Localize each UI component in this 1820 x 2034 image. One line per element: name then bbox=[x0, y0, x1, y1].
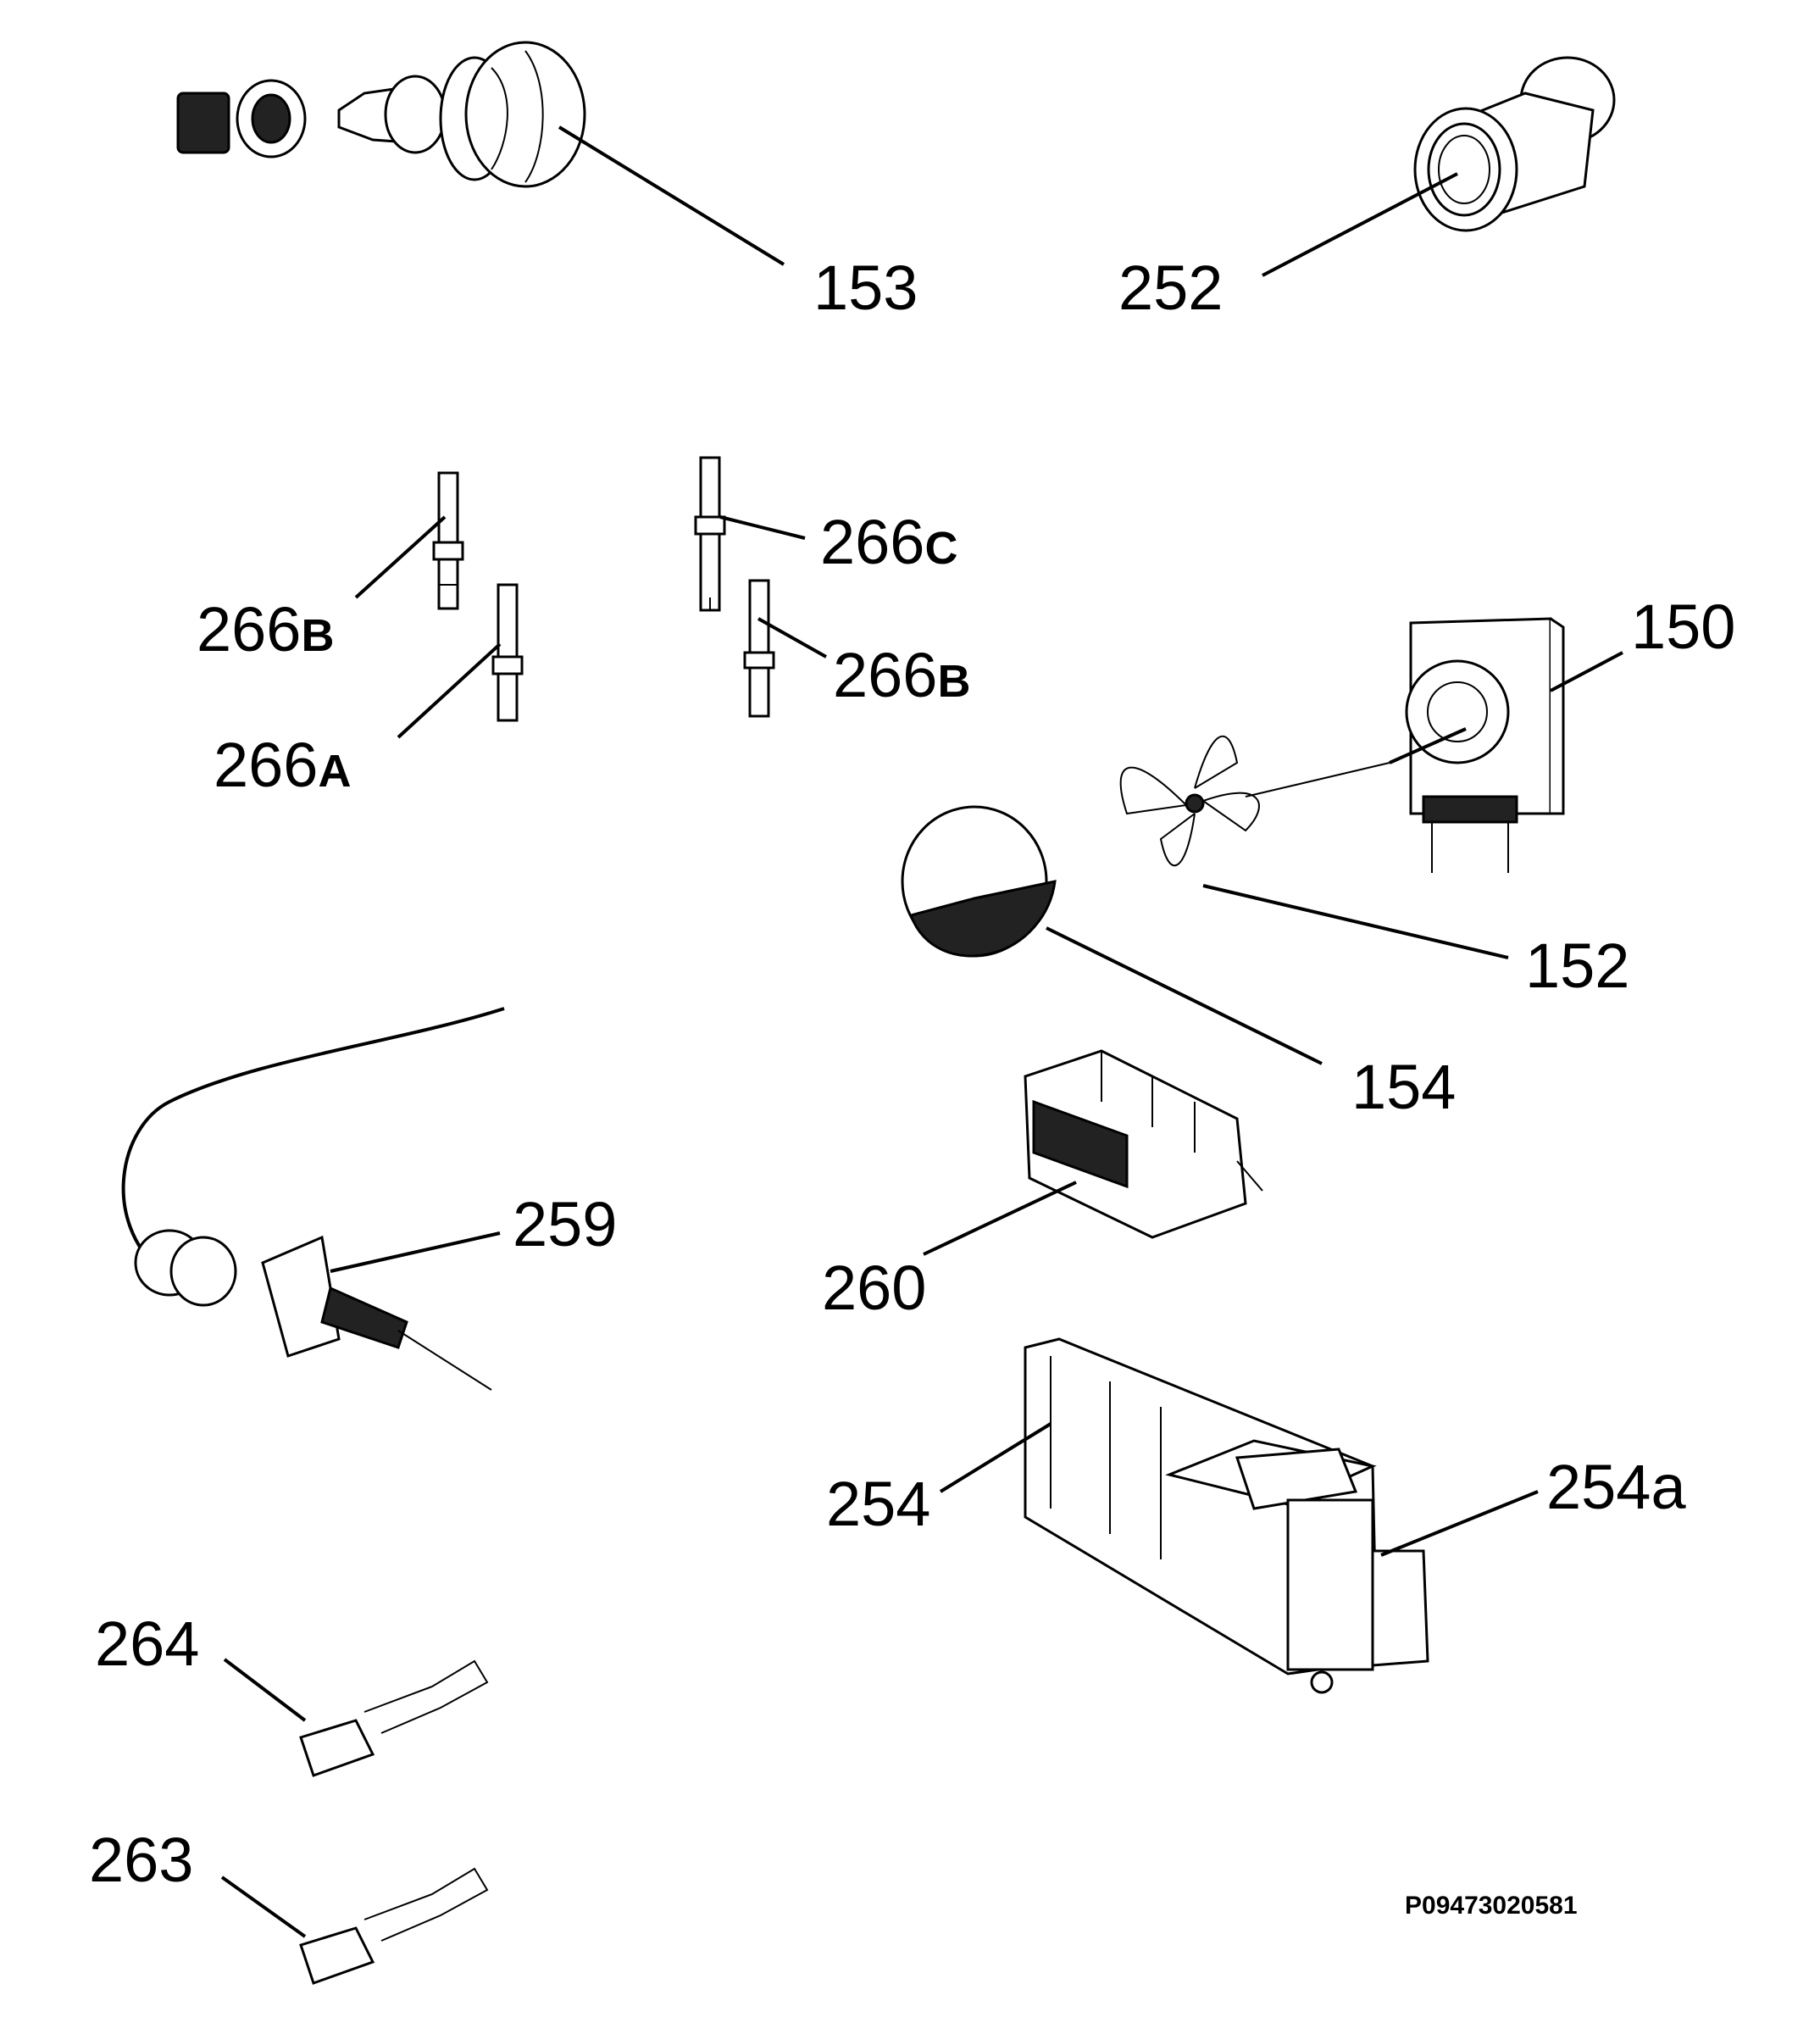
part-152-fan-blade bbox=[1119, 735, 1390, 867]
part-260-selector-switch bbox=[1024, 1049, 1263, 1239]
callout-152: 152 bbox=[1525, 931, 1629, 1001]
part-266b-left-pin bbox=[432, 471, 464, 610]
part-266a-pin bbox=[491, 583, 524, 722]
part-150-fan-motor bbox=[1389, 617, 1565, 873]
part-254a-bracket bbox=[1310, 1549, 1429, 1694]
callout-154: 154 bbox=[1351, 1052, 1456, 1122]
leader-line-153 bbox=[558, 125, 785, 266]
part-264-terminal bbox=[299, 1659, 489, 1777]
part-153-lamp-assembly bbox=[176, 41, 586, 188]
callout-150: 150 bbox=[1631, 592, 1735, 662]
callout-263: 263 bbox=[89, 1825, 193, 1895]
drawing-code: P09473020581 bbox=[1405, 1892, 1578, 1920]
leader-line-266b-right bbox=[757, 617, 827, 659]
callout-252: 252 bbox=[1118, 253, 1223, 323]
callout-153: 153 bbox=[813, 253, 918, 323]
leader-line-252 bbox=[1262, 172, 1458, 277]
part-266c-pin bbox=[694, 456, 726, 612]
leader-line-254a bbox=[1380, 1490, 1539, 1557]
part-252-lamp-glass bbox=[1413, 56, 1616, 232]
callout-266b-right: 266B bbox=[833, 640, 970, 710]
leader-line-266b-left bbox=[354, 515, 447, 599]
leader-line-263 bbox=[220, 1876, 307, 1938]
callout-254a: 254a bbox=[1546, 1452, 1686, 1522]
leader-line-154 bbox=[1046, 926, 1323, 1065]
part-154-fan-nut bbox=[901, 805, 1057, 958]
callout-266a: 266A bbox=[214, 730, 351, 800]
callout-254: 254 bbox=[826, 1469, 930, 1539]
callout-264: 264 bbox=[95, 1609, 199, 1679]
part-254-ignition-generator bbox=[1024, 1337, 1379, 1676]
callout-266c: 266C bbox=[820, 507, 957, 577]
part-259-thermostat bbox=[121, 1007, 505, 1391]
part-263-terminal bbox=[299, 1867, 489, 1985]
callout-266b-left: 266B bbox=[197, 594, 334, 664]
leader-line-254 bbox=[939, 1422, 1052, 1493]
callout-259: 259 bbox=[513, 1189, 617, 1259]
part-266b-right-pin bbox=[743, 579, 775, 718]
callout-260: 260 bbox=[822, 1253, 926, 1323]
leader-line-260 bbox=[923, 1181, 1077, 1256]
leader-line-152 bbox=[1202, 884, 1509, 959]
leader-line-266a bbox=[397, 642, 502, 739]
leader-line-150 bbox=[1550, 651, 1623, 692]
leader-line-264 bbox=[223, 1658, 307, 1722]
leader-line-266c bbox=[719, 515, 806, 540]
leader-line-259 bbox=[330, 1231, 501, 1273]
